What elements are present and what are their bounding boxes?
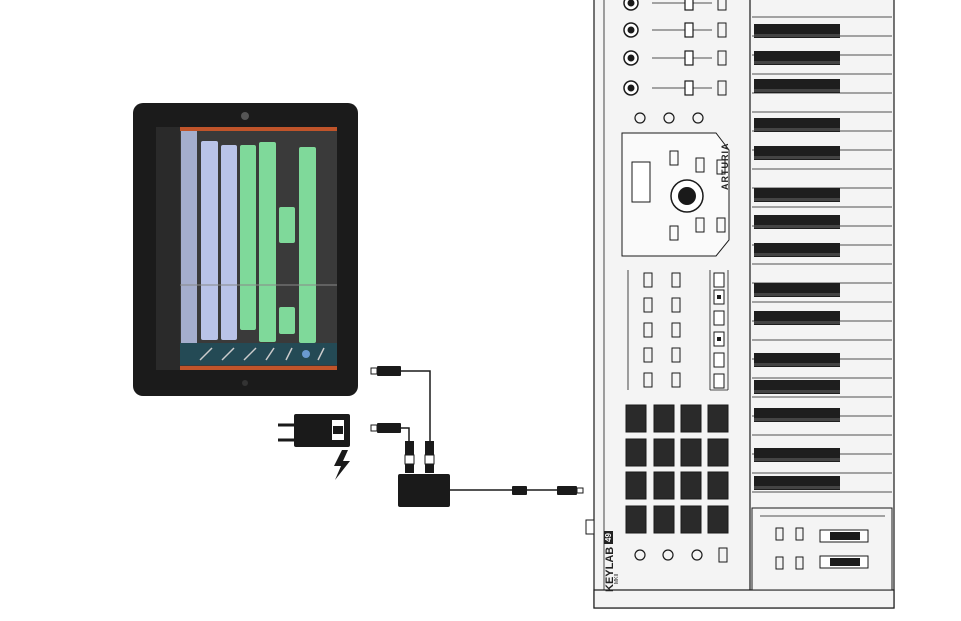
knob-row bbox=[634, 112, 704, 124]
screen-track bbox=[181, 131, 197, 343]
transport-button bbox=[713, 272, 725, 288]
command-button bbox=[671, 322, 681, 338]
command-button bbox=[671, 297, 681, 313]
black-key-shade bbox=[754, 61, 840, 64]
transport-button bbox=[713, 352, 725, 368]
drum-pad bbox=[625, 438, 647, 467]
bottom-knobs bbox=[634, 547, 728, 563]
drum-pad bbox=[707, 505, 729, 534]
screen-track bbox=[279, 207, 295, 243]
brand-logo-text: ARTURIA bbox=[720, 142, 730, 191]
drum-pad bbox=[680, 505, 702, 534]
screen-bottom-bar bbox=[180, 366, 337, 370]
screen-track bbox=[240, 145, 256, 330]
tablet-home-button bbox=[242, 380, 248, 386]
fader-cap bbox=[684, 80, 694, 96]
encoder-cap bbox=[678, 187, 696, 205]
drum-pad bbox=[653, 404, 675, 433]
black-key-shade bbox=[754, 89, 840, 92]
black-key-shade bbox=[754, 321, 840, 324]
screen-track bbox=[279, 307, 295, 334]
black-key-shade bbox=[754, 418, 840, 421]
black-key-shade bbox=[754, 198, 840, 201]
drum-pad bbox=[680, 471, 702, 500]
keyboard-base bbox=[593, 589, 895, 609]
fader-cap bbox=[684, 50, 694, 66]
command-button bbox=[643, 272, 653, 288]
black-key-shade bbox=[754, 253, 840, 256]
fader-cap bbox=[684, 22, 694, 38]
black-key-shade bbox=[754, 293, 840, 296]
model-name: KEYLAB bbox=[604, 546, 616, 592]
strip-button bbox=[717, 80, 727, 96]
button-grid bbox=[643, 272, 725, 389]
model-edition: MKII bbox=[614, 573, 620, 584]
transport-button bbox=[713, 310, 725, 326]
knob-cap bbox=[627, 26, 635, 34]
command-button bbox=[671, 347, 681, 363]
black-key-shade bbox=[754, 225, 840, 228]
command-button bbox=[643, 297, 653, 313]
drum-pad bbox=[625, 471, 647, 500]
command-button bbox=[643, 347, 653, 363]
transport-glyph bbox=[717, 337, 721, 341]
black-key-shade bbox=[754, 458, 840, 461]
knob-cap bbox=[627, 0, 635, 7]
screen-track bbox=[259, 142, 276, 342]
knob-cap bbox=[627, 54, 635, 62]
tablet-camera bbox=[241, 112, 249, 120]
usb-plugs bbox=[370, 366, 584, 495]
black-key-shade bbox=[754, 34, 840, 37]
black-key-shade bbox=[754, 156, 840, 159]
strip-button bbox=[717, 0, 727, 11]
tablet-icon bbox=[133, 103, 358, 396]
drum-pad bbox=[680, 404, 702, 433]
strip-button bbox=[717, 22, 727, 38]
piano-keybed bbox=[752, 16, 892, 493]
command-button bbox=[671, 372, 681, 388]
black-key-shade bbox=[754, 486, 840, 489]
fader-strips bbox=[623, 0, 727, 96]
usb-hub-icon bbox=[398, 474, 450, 507]
model-number: 49 bbox=[604, 531, 613, 544]
screen-track bbox=[221, 145, 237, 340]
drum-pad bbox=[653, 471, 675, 500]
drum-pad bbox=[653, 438, 675, 467]
black-key-shade bbox=[754, 128, 840, 131]
drum-pad bbox=[680, 438, 702, 467]
drum-pad bbox=[707, 471, 729, 500]
lcd-screen bbox=[631, 161, 651, 203]
drum-pad bbox=[625, 505, 647, 534]
screen-timeline-bar bbox=[180, 127, 337, 131]
power-adapter-icon bbox=[278, 414, 350, 447]
drum-pad bbox=[653, 505, 675, 534]
black-key-shade bbox=[754, 363, 840, 366]
drum-pad-grid bbox=[625, 404, 729, 534]
knob-cap bbox=[627, 84, 635, 92]
keyboard-controller bbox=[585, 0, 895, 609]
command-button bbox=[671, 272, 681, 288]
screen-instrument-bar bbox=[180, 343, 337, 365]
drum-pad bbox=[707, 404, 729, 433]
transport-glyph bbox=[717, 295, 721, 299]
screen-track-headers bbox=[156, 127, 180, 370]
drum-pad bbox=[625, 404, 647, 433]
command-button bbox=[643, 372, 653, 388]
strip-button bbox=[717, 50, 727, 66]
screen-track bbox=[299, 147, 316, 343]
usb-port bbox=[585, 519, 595, 535]
drum-pad bbox=[707, 438, 729, 467]
transport-button bbox=[713, 373, 725, 389]
usb-cable-icon bbox=[400, 370, 557, 491]
transport-section bbox=[627, 270, 729, 391]
black-key-shade bbox=[754, 390, 840, 393]
wheel-module bbox=[751, 507, 893, 591]
lightning-bolt-icon bbox=[334, 450, 350, 480]
fader-cap bbox=[684, 0, 694, 11]
screen-track bbox=[201, 141, 218, 340]
command-button bbox=[643, 322, 653, 338]
